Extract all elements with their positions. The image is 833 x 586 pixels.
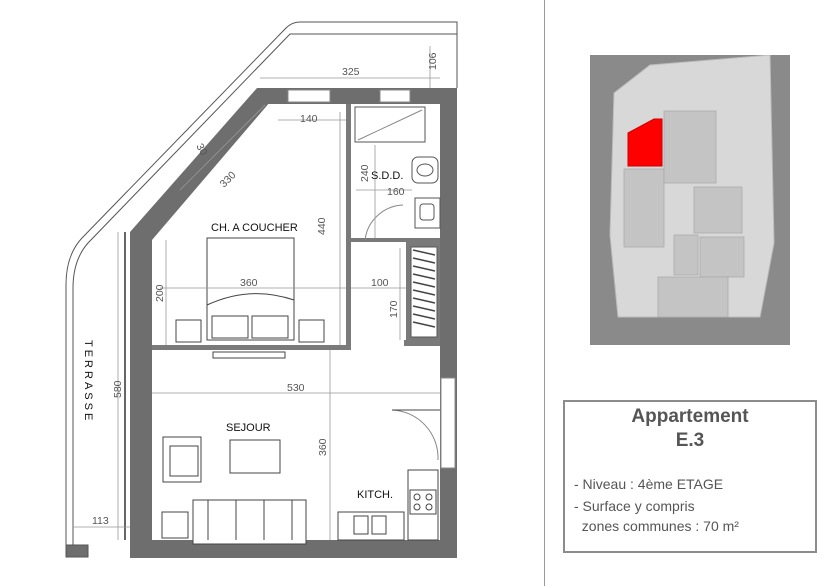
- windows: [287, 89, 456, 469]
- dim-bedroom-height: 440: [316, 217, 328, 235]
- apartment-surface-value: zones communes : 70 m²: [574, 518, 739, 534]
- toilet-icon: [411, 156, 439, 184]
- apartment-level: - Niveau : 4ème ETAGE: [574, 476, 724, 492]
- coffee-table: [229, 439, 281, 474]
- room-kitchen: KITCH.: [357, 489, 393, 501]
- dim-top-width: 325: [342, 66, 360, 78]
- kitchen-sink-counter: [337, 511, 405, 541]
- dim-closet: 170: [388, 300, 400, 318]
- armchair: [162, 436, 202, 483]
- kitchen-sink-icon: [353, 515, 369, 535]
- dim-diag: 330: [218, 169, 239, 190]
- side-table: [161, 511, 189, 539]
- dim-bath-width: 160: [387, 186, 405, 198]
- dim-terrace-width: 113: [92, 515, 109, 527]
- dim-top-right: 106: [427, 52, 439, 70]
- terrace: [65, 21, 458, 558]
- apartment-title: Appartement: [631, 406, 749, 427]
- bed: [175, 237, 325, 343]
- dim-terrace-height: 580: [112, 380, 124, 398]
- closet-hangers: [412, 249, 436, 328]
- sink-basin: [419, 203, 435, 221]
- building-blocks: [623, 110, 745, 318]
- dim-bedroom-left: 200: [154, 284, 166, 302]
- armchair-seat: [169, 445, 199, 477]
- sofa-cushions: [207, 500, 293, 540]
- room-bathroom: S.D.D.: [371, 170, 403, 182]
- apartment-code: E.3: [675, 430, 705, 451]
- cooktop-icon: [409, 489, 437, 515]
- dim-bath-height: 240: [359, 164, 371, 182]
- toilet-seat: [416, 163, 434, 177]
- dim-bed-top: 140: [300, 113, 318, 125]
- tv-stand: [212, 351, 286, 359]
- dim-living-height: 360: [317, 438, 329, 456]
- floor-plan: 325 106 140 30 330 240 160 440 360 200 1…: [65, 21, 458, 558]
- dim-diag-small: 30: [193, 142, 209, 158]
- apartment-highlight: [627, 118, 663, 167]
- room-living: SEJOUR: [226, 422, 271, 434]
- sofa: [192, 499, 307, 545]
- room-terrace: TERRASSE: [82, 340, 94, 423]
- shower-diagonal: [357, 109, 423, 141]
- sink-icon: [414, 197, 441, 229]
- room-bedroom: CH. A COUCHER: [211, 222, 298, 234]
- dim-bedroom-width: 360: [240, 277, 258, 289]
- panel-divider: [544, 0, 545, 586]
- entry-door-arc: [391, 409, 439, 461]
- apartment-surface-label: - Surface y compris: [574, 498, 695, 514]
- dim-corridor: 100: [371, 277, 389, 289]
- dimension-lines: [73, 46, 440, 540]
- apartment-info-box: Appartement E.3 - Niveau : 4ème ETAGE - …: [563, 400, 817, 553]
- dim-living-width: 530: [287, 382, 305, 394]
- location-map: [590, 55, 790, 345]
- bath-door-arc: [364, 204, 404, 241]
